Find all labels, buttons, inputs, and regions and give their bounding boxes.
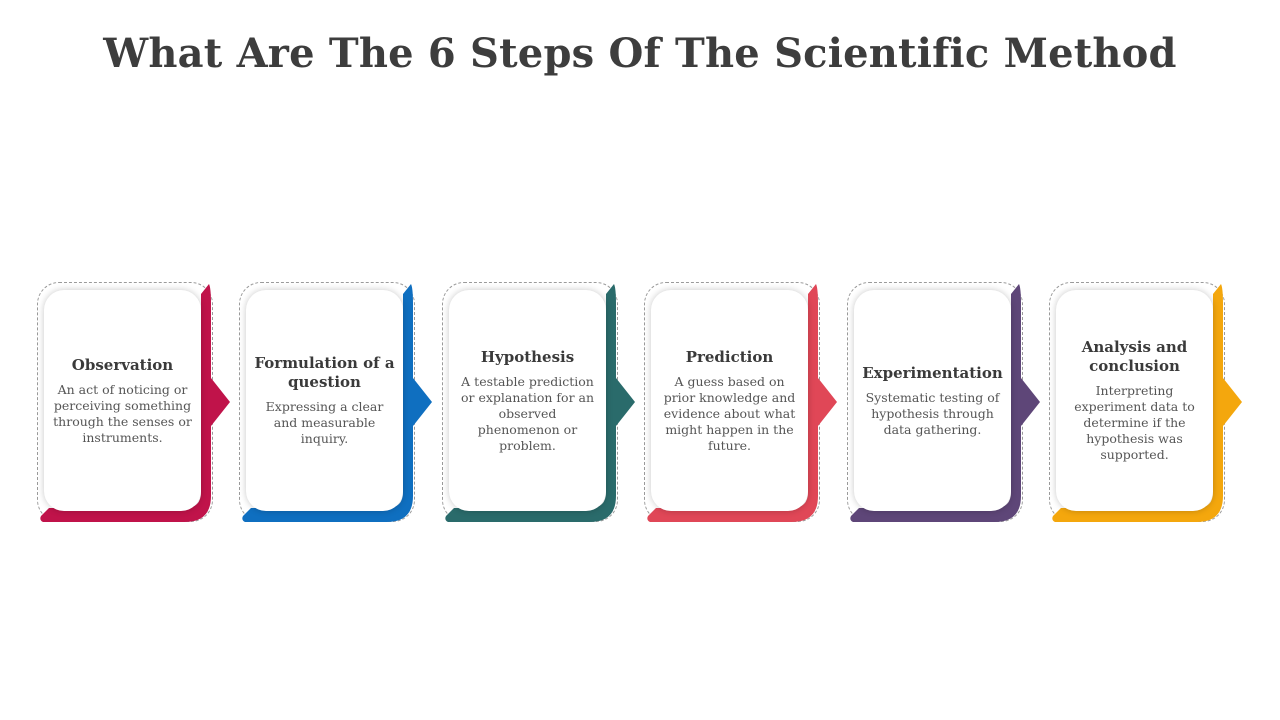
step-title: Hypothesis (480, 347, 575, 366)
step-card: Prediction A guess based on prior knowle… (651, 290, 808, 511)
step-description: A testable prediction or explanation for… (460, 373, 595, 453)
step-observation: Observation An act of noticing or percei… (37, 282, 247, 527)
step-description: Systematic testing of hypothesis through… (865, 389, 1000, 437)
page-title: What Are The 6 Steps Of The Scientific M… (103, 30, 1177, 77)
step-analysis-and-conclusion: Analysis and conclusion Interpreting exp… (1049, 282, 1259, 527)
step-card: Experimentation Systematic testing of hy… (854, 290, 1011, 511)
step-card: Analysis and conclusion Interpreting exp… (1056, 290, 1213, 511)
step-title: Prediction (685, 347, 774, 366)
step-description: Expressing a clear and measurable inquir… (265, 399, 384, 446)
step-card: Observation An act of noticing or percei… (44, 290, 201, 511)
step-card: Formulation of a question Expressing a c… (246, 290, 403, 511)
step-prediction: Prediction A guess based on prior knowle… (644, 282, 854, 527)
step-title: Formulation of a question (254, 354, 395, 391)
step-formulation-of-a-question: Formulation of a question Expressing a c… (239, 282, 449, 527)
step-hypothesis: Hypothesis A testable prediction or expl… (442, 282, 652, 527)
step-title: Experimentation (862, 363, 1003, 382)
step-card: Hypothesis A testable prediction or expl… (449, 290, 606, 511)
step-description: Interpreting experiment data to determin… (1074, 383, 1195, 462)
step-title: Analysis and conclusion (1081, 338, 1188, 375)
step-description: An act of noticing or perceiving somethi… (53, 381, 192, 445)
step-title: Observation (71, 355, 174, 374)
step-experimentation: Experimentation Systematic testing of hy… (847, 282, 1057, 527)
step-description: A guess based on prior knowledge and evi… (663, 373, 796, 453)
